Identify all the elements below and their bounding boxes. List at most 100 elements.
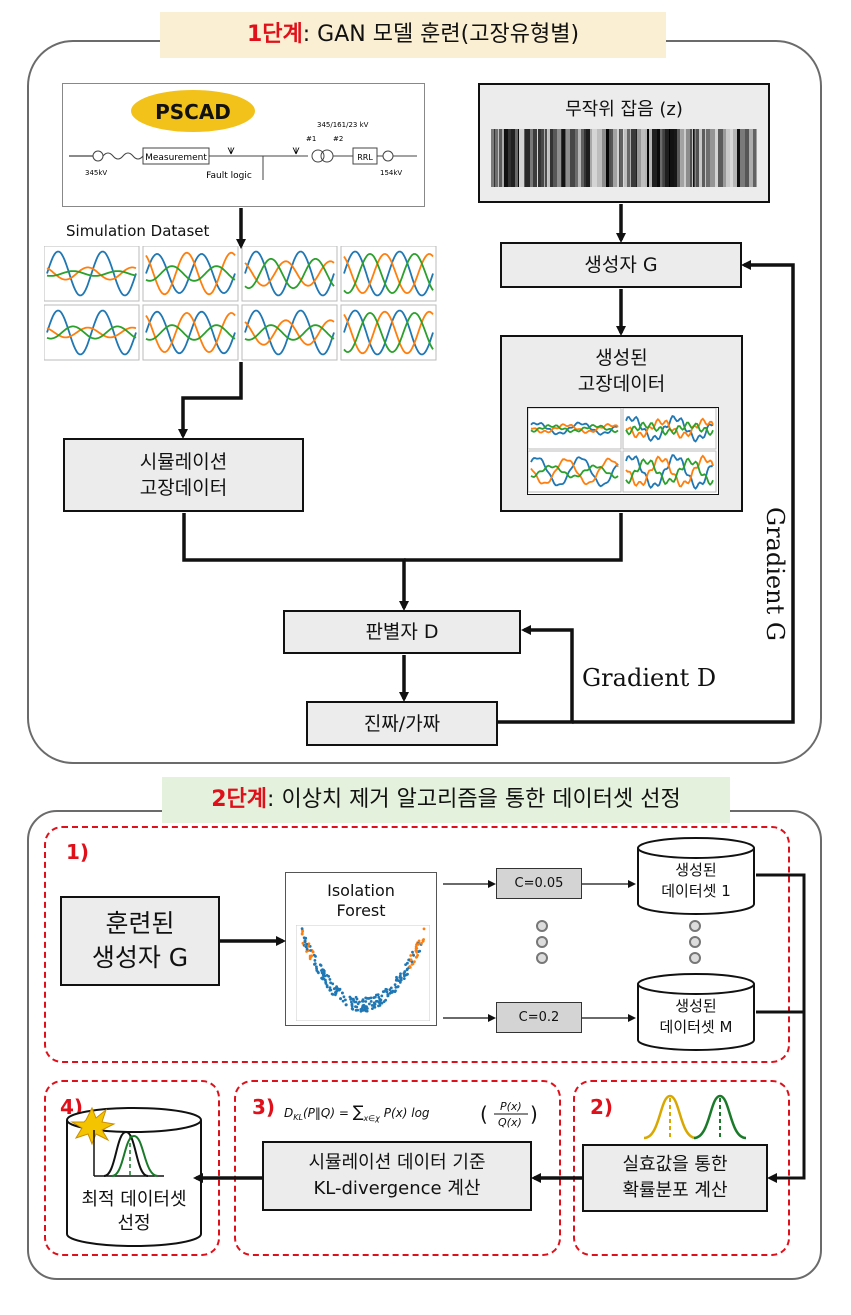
- scatter-point: [350, 1002, 354, 1006]
- waveform-trace: [46, 309, 137, 356]
- waveform-trace: [244, 309, 335, 356]
- noise-bar: [498, 129, 499, 187]
- scatter-point: [369, 1000, 373, 1003]
- noise-bar: [686, 129, 690, 187]
- simulation-waveforms: [43, 245, 438, 362]
- scatter-point: [315, 967, 318, 970]
- winding-2: #2: [333, 135, 343, 143]
- scatter-point: [389, 986, 393, 990]
- step3-region: [234, 1080, 561, 1256]
- noise-bar: [631, 129, 636, 187]
- scatter-point: [305, 942, 309, 946]
- noise-bar: [609, 129, 611, 187]
- arrow-simfault-to-discriminator: [182, 513, 409, 611]
- noise-bar: [657, 129, 660, 187]
- waveform-trace: [145, 310, 236, 355]
- noise-bar: [524, 129, 525, 187]
- waveform-trace: [343, 309, 434, 356]
- scatter-point: [380, 1001, 384, 1005]
- generated-fault-title-2: 고장데이터: [577, 373, 666, 395]
- noise-bar: [749, 129, 753, 187]
- noise-bar: [645, 129, 647, 187]
- scatter-point: [383, 990, 386, 993]
- scatter-point: [403, 970, 407, 974]
- scatter-point: [417, 939, 421, 943]
- measurement-label: Measurement: [145, 153, 207, 163]
- noise-barcode: [491, 129, 757, 187]
- noise-bar: [562, 129, 565, 187]
- scatter-point: [328, 986, 332, 990]
- scatter-point: [322, 973, 325, 977]
- scatter-point: [355, 997, 359, 1001]
- noise-bar: [491, 129, 494, 187]
- scatter-point: [416, 953, 419, 957]
- tower-icon-2: ⩛: [292, 143, 300, 158]
- scatter-point: [422, 927, 426, 931]
- scatter-point: [378, 1001, 382, 1005]
- noise-bar: [533, 129, 537, 187]
- noise-bar: [706, 129, 710, 187]
- scatter-point: [311, 950, 315, 954]
- left-kv: 345kV: [85, 169, 107, 177]
- noise-bar: [592, 129, 597, 187]
- generator-box: 생성자 G: [500, 242, 742, 288]
- scatter-point: [402, 977, 406, 980]
- scatter-point: [393, 983, 397, 986]
- waveform-trace: [343, 253, 434, 294]
- noise-bar: [718, 129, 723, 187]
- scatter-point: [376, 993, 380, 996]
- generated-waveforms: [527, 407, 719, 495]
- noise-bar: [623, 129, 624, 187]
- scatter-point: [413, 960, 416, 963]
- noise-bar: [565, 129, 566, 187]
- noise-bar: [620, 129, 623, 187]
- noise-bar: [647, 129, 648, 187]
- waveform-trace: [145, 265, 236, 282]
- noise-bar: [753, 129, 756, 187]
- arrow-gradient-g: [572, 260, 795, 724]
- noise-bar: [699, 129, 702, 187]
- stage1-banner: 1단계: GAN 모델 훈련(고장유형별): [160, 12, 666, 58]
- scatter-point: [317, 971, 320, 975]
- waveform-trace: [46, 326, 137, 339]
- waveform-trace: [145, 324, 236, 341]
- noise-bar: [602, 129, 606, 187]
- noise-bar: [495, 129, 498, 187]
- waveform-trace: [46, 266, 137, 281]
- noise-bar: [578, 129, 581, 187]
- scatter-point: [355, 1005, 359, 1009]
- winding-1: #1: [306, 135, 316, 143]
- scatter-point: [371, 1007, 374, 1010]
- scatter-point: [329, 981, 332, 985]
- noise-bar: [511, 129, 515, 187]
- noise-bar: [627, 129, 630, 187]
- noise-bar: [611, 129, 613, 187]
- waveform-trace: [625, 457, 714, 486]
- noise-bar: [518, 129, 519, 187]
- scatter-point: [342, 995, 346, 999]
- noise-bar: [737, 129, 740, 187]
- scatter-point: [418, 949, 422, 953]
- scatter-point: [334, 993, 337, 997]
- scatter-point: [408, 966, 412, 969]
- noise-bar: [550, 129, 553, 187]
- scatter-point: [329, 988, 333, 992]
- distribution-curves-icon: [643, 1094, 747, 1140]
- scatter-point: [302, 936, 306, 940]
- step4-region: [44, 1080, 220, 1256]
- noise-bar: [624, 129, 627, 187]
- noise-bar: [680, 129, 681, 187]
- waveform-trace: [530, 464, 619, 479]
- scatter-point: [409, 958, 413, 962]
- scatter-point: [348, 995, 352, 999]
- scatter-point: [361, 998, 365, 1001]
- dataset1-cylinder: [637, 837, 755, 915]
- scatter-point: [415, 950, 419, 954]
- simulation-dataset-label: Simulation Dataset: [66, 222, 210, 240]
- noise-bar: [557, 129, 561, 187]
- scatter-point: [321, 976, 325, 979]
- svg-text:(: (: [480, 1102, 488, 1126]
- scatter-point: [412, 954, 415, 957]
